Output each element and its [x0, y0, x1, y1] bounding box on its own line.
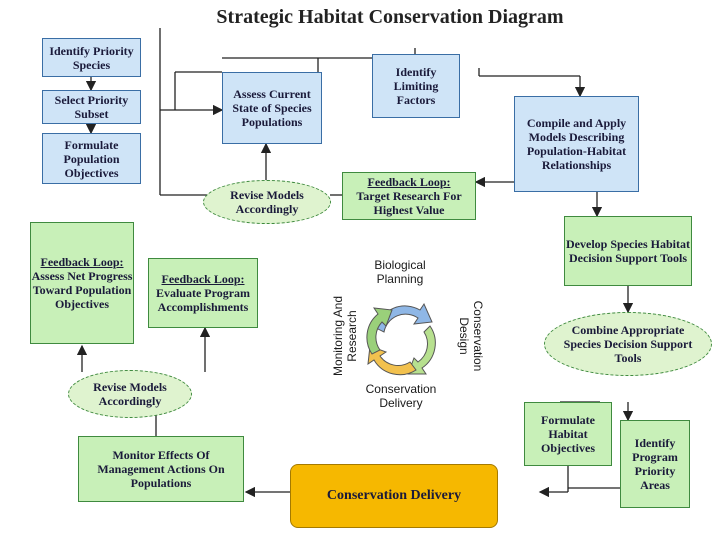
select-priority-subset-box: Select Priority Subset: [42, 90, 141, 124]
identify-priority-species-box: Identify Priority Species: [42, 38, 141, 77]
identify-priority-species-label: Identify Priority Species: [49, 43, 134, 72]
develop-decision-support-tools-label: Develop Species Habitat Decision Support…: [566, 237, 690, 265]
compile-models-box: Compile and Apply Models Describing Popu…: [514, 96, 639, 192]
feedback-evaluate-body: Evaluate Program Accomplishments: [155, 286, 251, 314]
cycle-arrows-graphic: [366, 302, 436, 376]
revise-models-top-label: Revise Models Accordingly: [230, 188, 304, 216]
formulate-habitat-objectives-label: Formulate Habitat Objectives: [541, 413, 595, 455]
revise-models-bottom-label: Revise Models Accordingly: [93, 380, 167, 408]
compile-models-label: Compile and Apply Models Describing Popu…: [526, 116, 627, 172]
feedback-target-research-box: Feedback Loop: Target Research For Highe…: [342, 172, 476, 220]
formulate-population-objectives-box: Formulate Population Objectives: [42, 133, 141, 184]
formulate-habitat-objectives-box: Formulate Habitat Objectives: [524, 402, 612, 466]
combine-decision-support-tools-label: Combine Appropriate Species Decision Sup…: [563, 323, 693, 365]
monitor-effects-box: Monitor Effects Of Management Actions On…: [78, 436, 244, 502]
monitor-effects-label: Monitor Effects Of Management Actions On…: [97, 448, 225, 490]
cycle-label-conservation-delivery: Conservation Delivery: [365, 382, 437, 410]
select-priority-subset-label: Select Priority Subset: [54, 93, 129, 121]
identify-program-priority-areas-label: Identify Program Priority Areas: [632, 436, 678, 492]
cycle-label-monitoring-research: Monitoring And Research: [331, 295, 359, 377]
feedback-target-body: Target Research For Highest Value: [356, 189, 462, 217]
assess-current-state-label: Assess Current State of Species Populati…: [232, 87, 312, 129]
identify-program-priority-areas-box: Identify Program Priority Areas: [620, 420, 690, 508]
cycle-label-biological-planning: Biological Planning: [374, 258, 426, 286]
feedback-assess-title: Feedback Loop:: [40, 255, 124, 269]
conservation-delivery-box: Conservation Delivery: [290, 464, 498, 528]
page-title: Strategic Habitat Conservation Diagram: [216, 6, 564, 28]
cycle-label-conservation-design: Conservation Design: [457, 300, 485, 372]
identify-limiting-factors-box: Identify Limiting Factors: [372, 54, 460, 118]
assess-current-state-box: Assess Current State of Species Populati…: [222, 72, 322, 144]
revise-models-top-ellipse: Revise Models Accordingly: [203, 180, 331, 224]
feedback-evaluate-program-box: Feedback Loop: Evaluate Program Accompli…: [148, 258, 258, 328]
identify-limiting-factors-label: Identify Limiting Factors: [393, 65, 439, 107]
conservation-delivery-label: Conservation Delivery: [326, 488, 462, 503]
revise-models-bottom-ellipse: Revise Models Accordingly: [68, 370, 192, 418]
feedback-target-title: Feedback Loop:: [367, 175, 451, 189]
formulate-population-objectives-label: Formulate Population Objectives: [63, 137, 120, 180]
develop-decision-support-tools-box: Develop Species Habitat Decision Support…: [564, 216, 692, 286]
combine-decision-support-tools-ellipse: Combine Appropriate Species Decision Sup…: [544, 312, 712, 376]
feedback-assess-progress-box: Feedback Loop: Assess Net Progress Towar…: [30, 222, 134, 344]
feedback-evaluate-title: Feedback Loop:: [161, 272, 245, 286]
feedback-assess-body: Assess Net Progress Toward Population Ob…: [31, 269, 133, 311]
